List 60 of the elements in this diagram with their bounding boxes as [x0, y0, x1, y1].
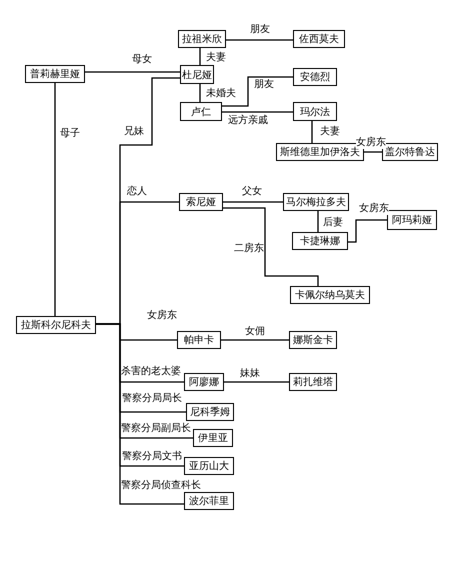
name-box: 普莉赫里娅 — [25, 65, 85, 83]
name-box: 安德烈 — [293, 68, 337, 86]
edge-label: 警察分局副局长 — [121, 423, 191, 435]
name-box: 佐西莫夫 — [293, 30, 345, 48]
edge-label: 后妻 — [323, 217, 343, 229]
edge-label: 警察分局局长 — [122, 393, 182, 405]
connector-line — [311, 121, 313, 143]
name-box: 拉祖米欣 — [178, 30, 226, 48]
connector-line — [223, 201, 283, 203]
connector-line — [317, 211, 319, 232]
name-box: 帕申卡 — [177, 331, 221, 349]
edge-label: 女房东 — [356, 137, 386, 149]
edge-label: 母女 — [132, 54, 152, 66]
name-box: 马尔梅拉多夫 — [283, 193, 349, 211]
edge-label: 女佣 — [245, 326, 265, 338]
connector-line — [226, 39, 293, 41]
connector-line — [199, 48, 201, 65]
edge-label: 兄妹 — [124, 126, 144, 138]
edge-label: 远方亲戚 — [228, 115, 268, 127]
name-box: 娜斯金卡 — [289, 331, 337, 349]
edge-label: 父女 — [242, 186, 262, 198]
connector-line — [54, 83, 56, 316]
edge-label: 夫妻 — [320, 126, 340, 138]
connector-line — [222, 76, 293, 107]
name-box: 玛尔法 — [293, 102, 337, 121]
name-box: 索尼娅 — [179, 193, 223, 211]
edge-label: 二房东 — [234, 243, 264, 255]
name-box: 阿玛莉娅 — [387, 210, 437, 230]
edge-label: 警察分局侦查科长 — [121, 480, 201, 492]
name-box: 拉斯科尔尼科夫 — [16, 316, 96, 334]
edge-label: 杀害的老太婆 — [121, 366, 181, 378]
connector-line — [199, 84, 201, 102]
edge-label: 夫妻 — [206, 52, 226, 64]
name-box: 波尔菲里 — [184, 492, 234, 510]
edge-label: 朋友 — [254, 79, 274, 91]
connector-line — [223, 207, 319, 286]
name-box: 伊里亚 — [193, 429, 233, 447]
edge-label: 恋人 — [127, 186, 147, 198]
edge-label: 朋友 — [250, 24, 270, 36]
connector-line — [96, 323, 184, 505]
name-box: 阿廖娜 — [184, 373, 224, 391]
edge-label: 女房东 — [147, 310, 177, 322]
connector-line — [224, 381, 289, 383]
name-box: 莉扎维塔 — [289, 373, 337, 391]
name-box: 亚历山大 — [184, 457, 234, 475]
connector-line — [222, 111, 293, 113]
connector-line — [221, 339, 289, 341]
name-box: 杜尼娅 — [180, 65, 214, 84]
connector-line — [348, 219, 387, 243]
edge-label: 女房东 — [359, 203, 389, 215]
edge-label: 母子 — [60, 128, 80, 140]
edge-label: 警察分局文书 — [122, 451, 182, 463]
connector-line — [364, 151, 382, 153]
edge-label: 未婚夫 — [206, 88, 236, 100]
name-box: 卡佩尔纳乌莫夫 — [290, 286, 370, 304]
name-box: 尼科季姆 — [186, 403, 234, 421]
name-box: 卢仁 — [180, 102, 222, 121]
connector-line — [85, 71, 180, 73]
name-box: 卡捷琳娜 — [292, 232, 348, 250]
edge-label: 妹妹 — [240, 368, 260, 380]
